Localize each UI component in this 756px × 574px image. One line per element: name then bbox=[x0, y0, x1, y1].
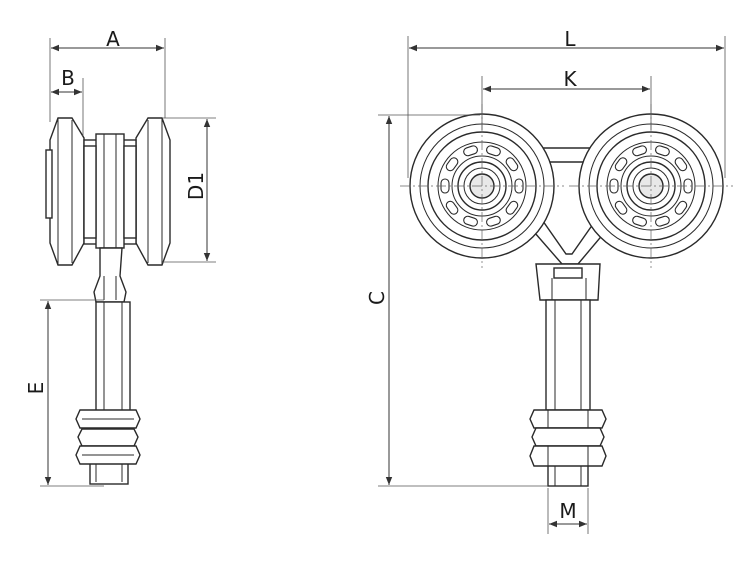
side-view bbox=[45, 117, 171, 485]
bearing-ball bbox=[445, 157, 459, 172]
dim-label-b: B bbox=[61, 66, 75, 90]
bearing-ball bbox=[445, 200, 459, 215]
side-axle bbox=[83, 133, 137, 249]
front-nut-upper bbox=[529, 409, 607, 447]
bearing-ball bbox=[505, 157, 519, 172]
dim-label-c: C bbox=[365, 291, 389, 305]
bearing-ball bbox=[614, 200, 628, 215]
front-dimensions: L K C M bbox=[365, 27, 726, 534]
bearing-ball bbox=[655, 215, 670, 227]
bearing-ball bbox=[486, 145, 501, 157]
bearing-ball bbox=[614, 157, 628, 172]
side-left-wheel bbox=[45, 117, 85, 266]
dim-label-d1: D1 bbox=[184, 172, 208, 200]
bearing-ball bbox=[505, 200, 519, 215]
front-view bbox=[400, 104, 733, 487]
dim-label-e: E bbox=[24, 382, 48, 395]
bearing-ball bbox=[655, 145, 670, 157]
bearing-ball bbox=[632, 215, 647, 227]
bearing-ball bbox=[486, 215, 501, 227]
side-right-wheel bbox=[135, 117, 171, 266]
dim-label-k: K bbox=[563, 67, 577, 91]
side-nut-upper bbox=[75, 409, 141, 447]
side-dimensions: A B D1 E bbox=[24, 27, 216, 487]
dim-label-m: M bbox=[559, 499, 576, 523]
side-nut-lower bbox=[75, 445, 141, 465]
bearing-ball bbox=[674, 157, 688, 172]
dim-label-l: L bbox=[564, 27, 576, 51]
bearing-ball bbox=[674, 200, 688, 215]
front-nut-lower bbox=[529, 445, 607, 467]
dim-label-a: A bbox=[106, 27, 120, 51]
front-left-bearing-balls bbox=[440, 145, 524, 227]
bearing-ball bbox=[632, 145, 647, 157]
side-bracket bbox=[93, 247, 127, 303]
bearing-ball bbox=[463, 145, 478, 157]
bearing-ball bbox=[463, 215, 478, 227]
front-right-bearing-balls bbox=[609, 145, 693, 227]
